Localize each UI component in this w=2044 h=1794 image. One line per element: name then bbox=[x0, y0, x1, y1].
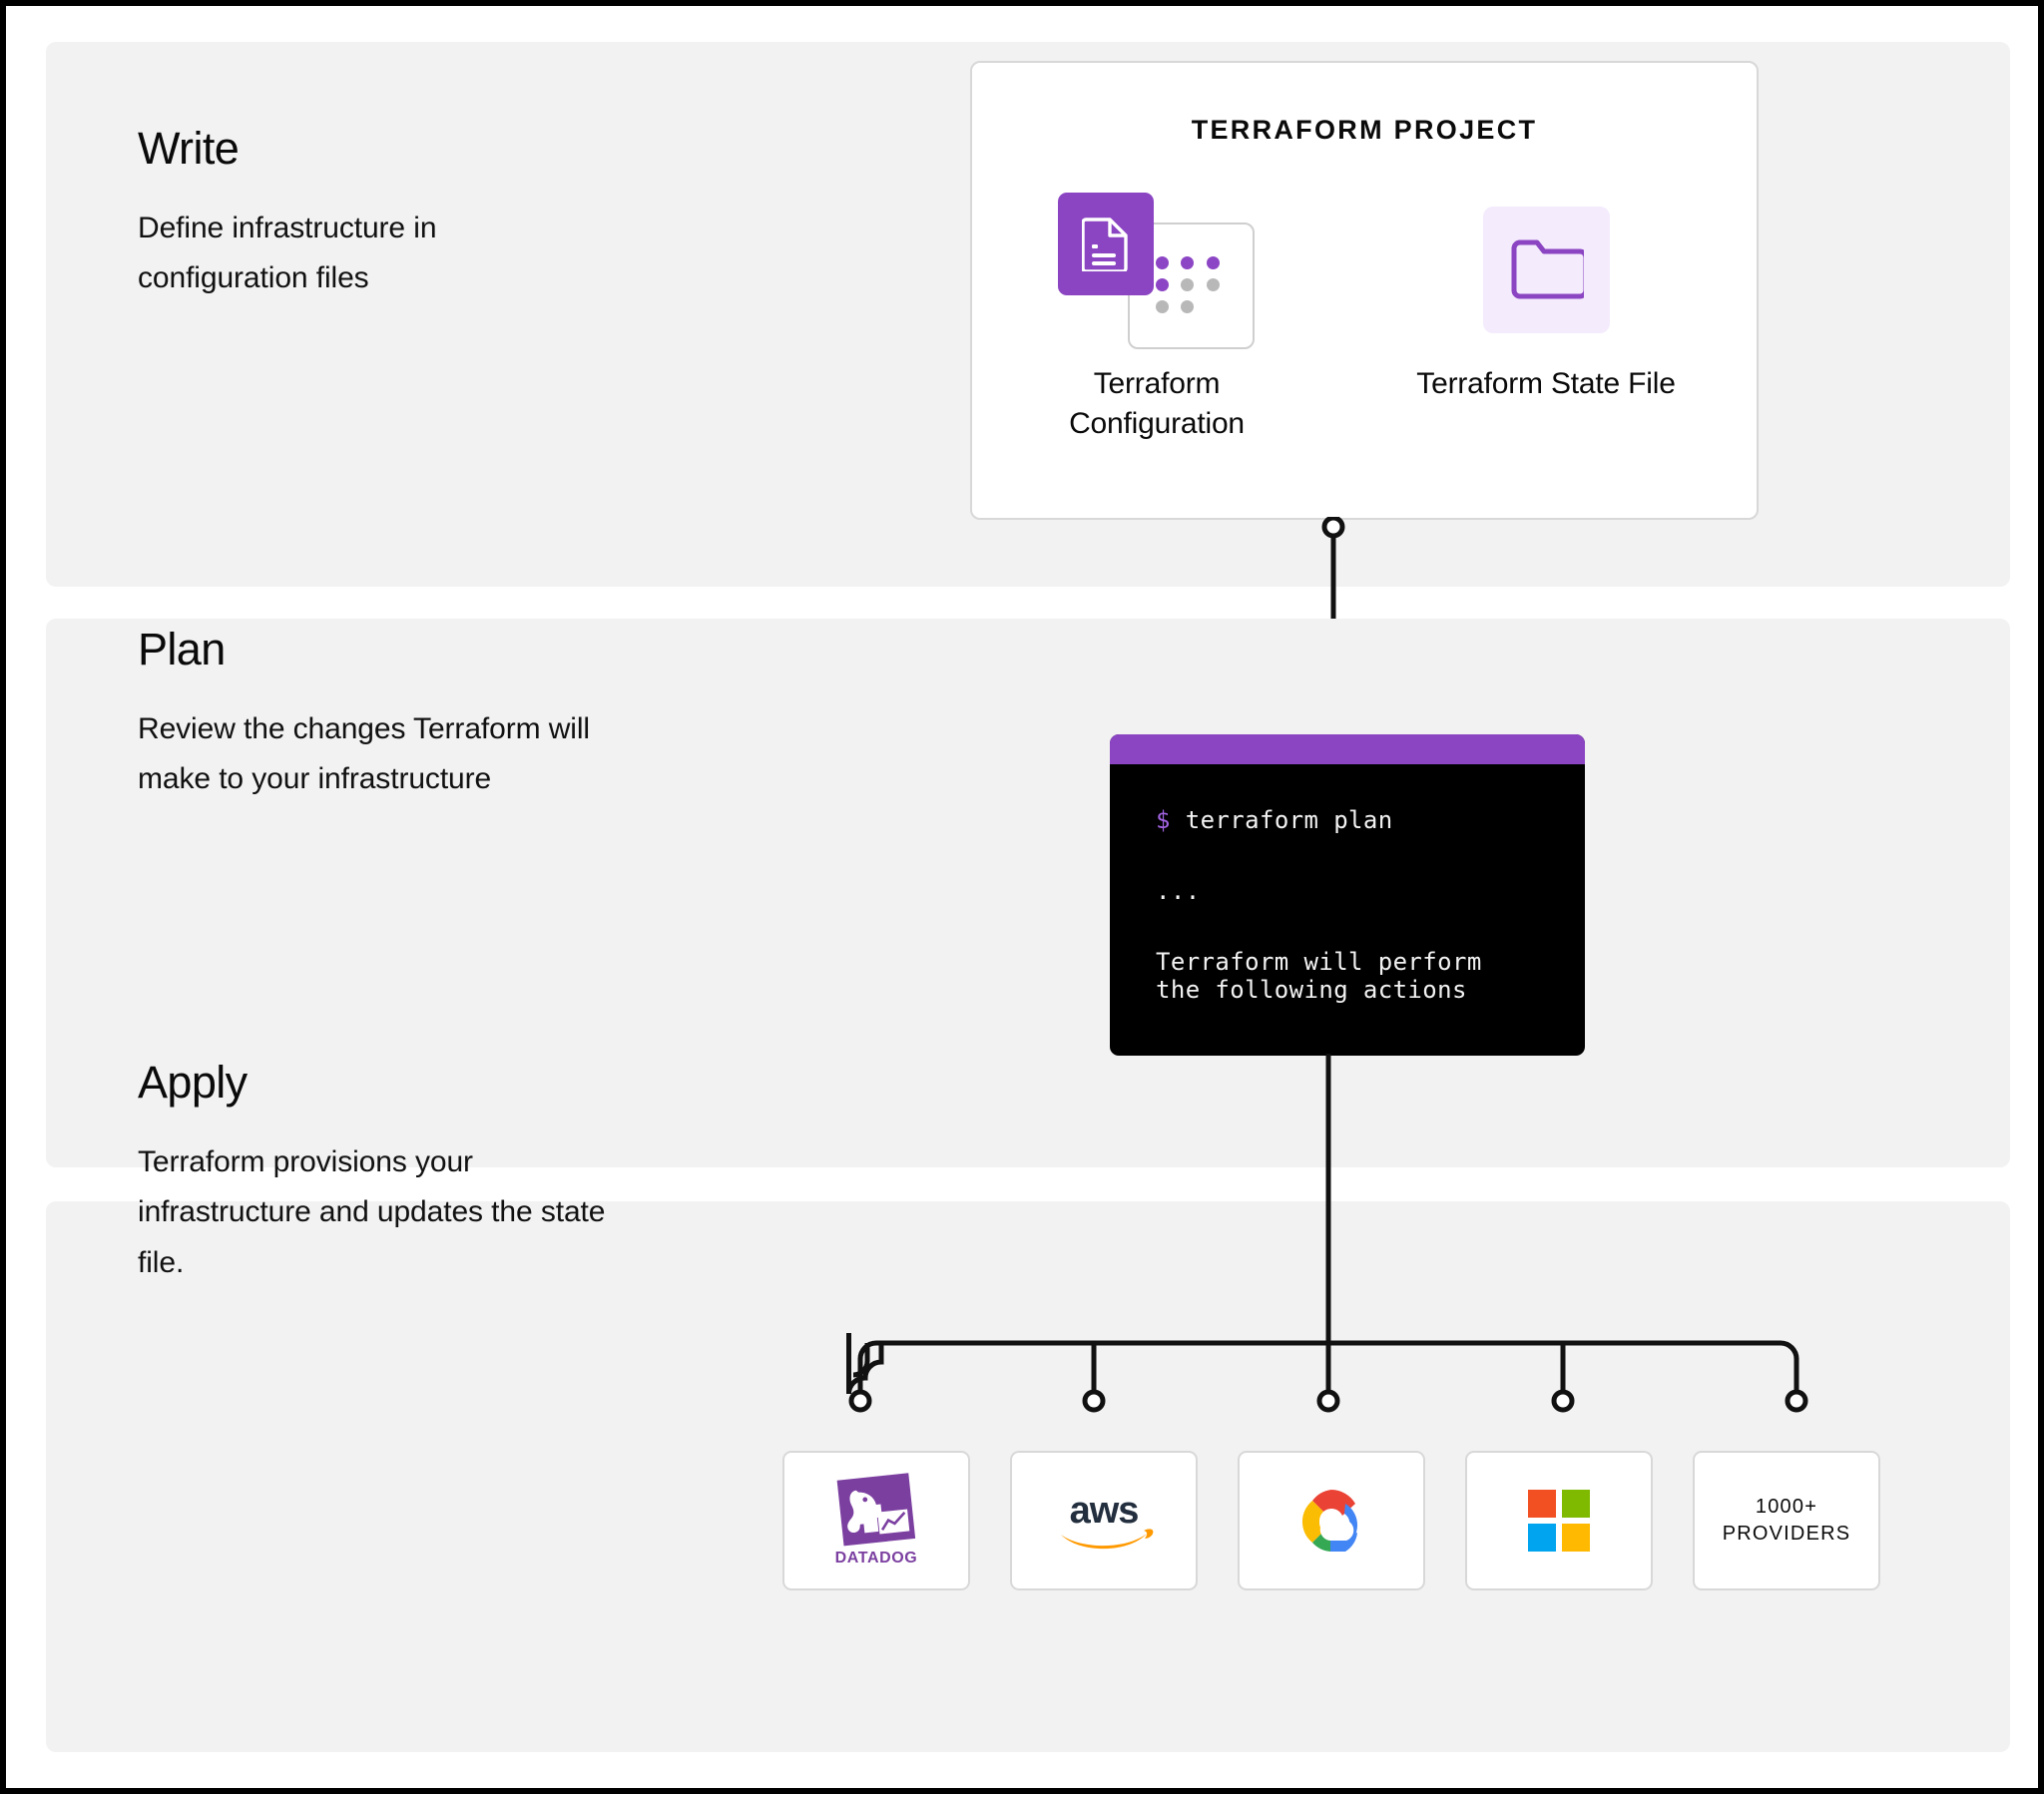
step-description-apply: Terraform provisions your infrastructure… bbox=[138, 1145, 606, 1279]
dot bbox=[1206, 278, 1220, 291]
providers-count-line-2: PROVIDERS bbox=[1722, 1523, 1851, 1545]
dot bbox=[1181, 278, 1195, 291]
providers-count-line-1: 1000+ bbox=[1755, 1496, 1818, 1518]
diagram-frame: Write Define infrastructure in configura… bbox=[6, 6, 2038, 1788]
provider-card-microsoft[interactable] bbox=[1465, 1451, 1653, 1590]
google-cloud-logo bbox=[1301, 1490, 1358, 1552]
asset-terraform-state-file: Terraform State File bbox=[1391, 193, 1701, 404]
dot bbox=[1156, 278, 1169, 291]
step-copy-apply: Apply Terraform provisions your infrastr… bbox=[138, 1060, 607, 1288]
terminal-title-bar bbox=[1110, 734, 1585, 764]
providers-count-text: 1000+ PROVIDERS bbox=[1723, 1494, 1851, 1548]
project-card-heading: TERRAFORM PROJECT bbox=[1191, 115, 1538, 145]
terminal-spacer bbox=[1156, 906, 1585, 948]
folder-icon bbox=[1483, 207, 1610, 333]
step-title-apply: Apply bbox=[138, 1057, 248, 1108]
dot-grid bbox=[1156, 256, 1232, 322]
diagram-canvas: Write Define infrastructure in configura… bbox=[6, 6, 2038, 1788]
step-description-write: Define infrastructure in configuration f… bbox=[138, 212, 437, 295]
terminal-output-line-2: the following actions bbox=[1156, 976, 1467, 1005]
dot bbox=[1206, 256, 1220, 269]
aws-logo: aws bbox=[1061, 1490, 1154, 1550]
terminal-command: terraform plan bbox=[1185, 806, 1393, 834]
provider-card-aws[interactable]: aws bbox=[1010, 1451, 1198, 1590]
state-file-icon-group bbox=[1391, 193, 1701, 342]
terminal-spacer bbox=[1156, 835, 1585, 877]
asset-terraform-configuration: Terraform Configuration bbox=[1002, 193, 1311, 443]
terminal-prompt-symbol: $ bbox=[1156, 806, 1171, 834]
microsoft-logo bbox=[1528, 1490, 1590, 1552]
connector-plan-to-providers bbox=[846, 1054, 1808, 1413]
datadog-logo: DATADOG bbox=[835, 1473, 918, 1567]
step-title-plan: Plan bbox=[138, 624, 226, 674]
section-panel-plan bbox=[46, 619, 2010, 1167]
svg-text:aws: aws bbox=[1070, 1490, 1139, 1532]
dot bbox=[1181, 256, 1195, 269]
terminal-output-line-1: Terraform will perform bbox=[1156, 947, 1482, 976]
step-copy-write: Write Define infrastructure in configura… bbox=[138, 126, 607, 304]
dot bbox=[1156, 300, 1169, 313]
step-title-write: Write bbox=[138, 123, 240, 174]
asset-label-configuration: Terraform Configuration bbox=[1069, 367, 1245, 440]
terminal-ellipsis: ... bbox=[1156, 876, 1201, 905]
provider-card-row: DATADOG aws bbox=[782, 1451, 1880, 1590]
dot bbox=[1181, 300, 1195, 313]
terminal-window: $ terraform plan ... Terraform will perf… bbox=[1110, 734, 1585, 1056]
terminal-output: $ terraform plan ... Terraform will perf… bbox=[1110, 764, 1585, 1005]
svg-text:DATADOG: DATADOG bbox=[835, 1550, 918, 1567]
asset-label-state-file: Terraform State File bbox=[1416, 367, 1676, 400]
step-description-plan: Review the changes Terraform will make t… bbox=[138, 712, 590, 796]
document-icon bbox=[1058, 193, 1154, 295]
dot bbox=[1207, 300, 1220, 313]
configuration-icon-group bbox=[1002, 193, 1311, 349]
terminal-command-line: $ terraform plan bbox=[1156, 806, 1585, 835]
dot bbox=[1156, 256, 1169, 269]
provider-card-more-providers[interactable]: 1000+ PROVIDERS bbox=[1693, 1451, 1880, 1590]
provider-card-google-cloud[interactable] bbox=[1238, 1451, 1425, 1590]
terraform-project-card: TERRAFORM PROJECT bbox=[970, 61, 1759, 520]
provider-card-datadog[interactable]: DATADOG bbox=[782, 1451, 970, 1590]
step-copy-plan: Plan Review the changes Terraform will m… bbox=[138, 627, 607, 805]
